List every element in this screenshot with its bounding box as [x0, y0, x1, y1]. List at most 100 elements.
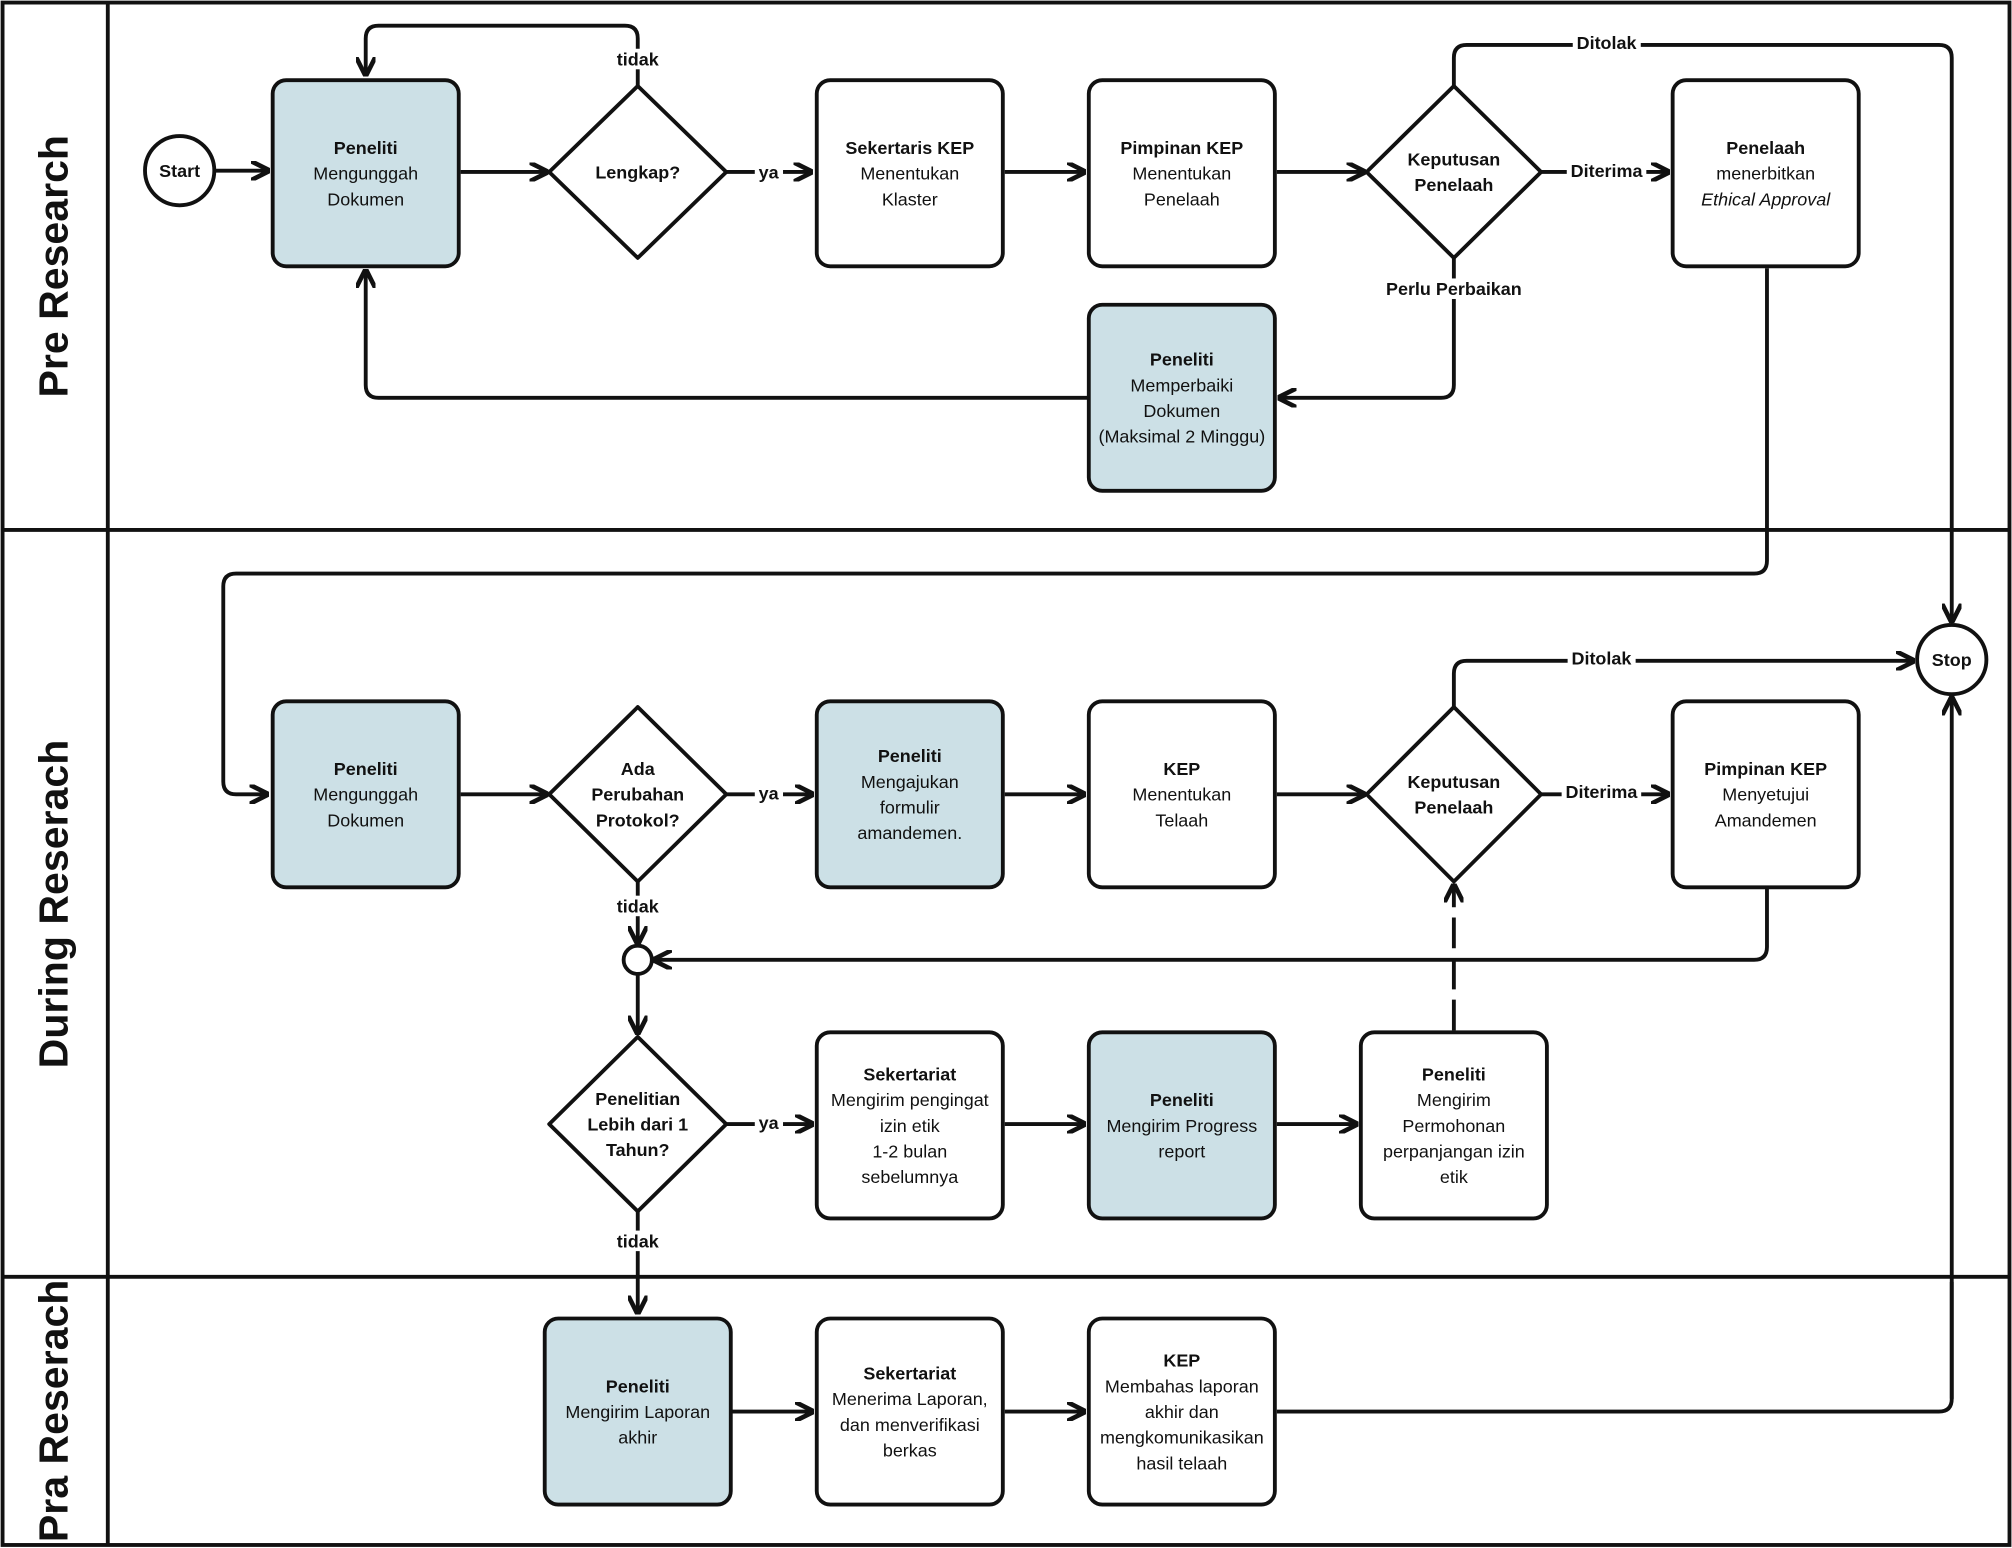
- decision-text: Lebih dari 1: [587, 1113, 689, 1135]
- process-line: Memperbaiki: [1130, 374, 1234, 396]
- process-during-sekretariat: Sekertariat Mengirim pengingat izin etik…: [814, 1030, 1005, 1221]
- process-line: menerbitkan: [1716, 162, 1816, 184]
- stop-circle: [1915, 622, 1989, 697]
- decision-keputusan-during-shape: [1364, 705, 1544, 884]
- decision-diamonds: [547, 84, 1544, 1214]
- process-line: 1-2 bulan: [872, 1140, 948, 1162]
- process-line: Membahas laporan: [1104, 1375, 1259, 1397]
- process-line: Mengirim Progress: [1106, 1115, 1258, 1136]
- decision-text: Lengkap?: [595, 161, 681, 183]
- process-title: Pimpinan KEP: [1704, 758, 1828, 779]
- decision-text: Penelaah: [1414, 796, 1494, 818]
- process-title: Sekertariat: [863, 1362, 957, 1384]
- merge-circle: [621, 943, 654, 976]
- process-line: formulir: [879, 796, 940, 818]
- decision-lengkap-shape: [547, 84, 729, 260]
- process-pre-pimpinan: Pimpinan KEP Menentukan Penelaah: [1086, 78, 1277, 269]
- process-line: hasil telaah: [1136, 1452, 1228, 1474]
- process-line: Mengunggah: [313, 162, 419, 184]
- decision-keputusan-pre: Keputusan Penelaah: [1379, 133, 1528, 210]
- process-title: Peneliti: [1149, 1089, 1214, 1110]
- process-line: Dokumen: [327, 188, 405, 210]
- process-title: Sekertariat: [863, 1063, 957, 1085]
- process-line: amandemen.: [857, 822, 963, 844]
- decision-perubahan-protokol: Ada Perubahan Protokol?: [562, 749, 713, 839]
- start-terminal: Start: [159, 160, 201, 181]
- process-during-upload: Peneliti Mengunggah Dokumen: [270, 699, 461, 890]
- decision-lebih-satu-tahun: Penelitian Lebih dari 1 Tahun?: [562, 1079, 713, 1169]
- process-line: Penelaah: [1143, 188, 1220, 210]
- process-line: Klaster: [881, 188, 938, 210]
- process-title: Peneliti: [877, 745, 942, 767]
- edge-label-pre-ya: ya: [754, 161, 783, 183]
- process-line: mengkomunikasikan: [1099, 1426, 1264, 1448]
- process-title: KEP: [1163, 1349, 1201, 1371]
- process-title: Penelaah: [1726, 137, 1806, 158]
- process-line: akhir dan: [1144, 1401, 1219, 1422]
- process-line: report: [1158, 1140, 1206, 1162]
- edge-label-pre-tidak: tidak: [612, 48, 663, 70]
- process-line: Permohonan: [1402, 1115, 1506, 1136]
- process-pra-kep: KEP Membahas laporan akhir dan mengkomun…: [1086, 1316, 1277, 1507]
- edge-label-during-ditolak: Ditolak: [1567, 648, 1636, 669]
- process-line: Menentukan: [1132, 162, 1232, 184]
- process-pre-penelaah: Penelaah menerbitkan Ethical Approval: [1670, 78, 1861, 269]
- edge-label-during-ya-perubahan: ya: [754, 782, 783, 804]
- process-title: KEP: [1163, 758, 1201, 779]
- process-line: Menyetujui: [1722, 784, 1810, 805]
- lane-title-during-research: During Reserach: [30, 739, 77, 1068]
- decision-text: Perubahan: [591, 784, 685, 805]
- process-line: Telaah: [1155, 809, 1209, 831]
- process-during-kep: KEP Menentukan Telaah: [1086, 699, 1277, 890]
- process-pre-sekretaris: Sekertaris KEP Menentukan Klaster: [814, 78, 1005, 269]
- decision-text: Tahun?: [605, 1139, 670, 1161]
- process-line: akhir: [618, 1426, 658, 1448]
- lane-title-pre-research: Pre Research: [30, 135, 77, 398]
- edge-label-during-ya-lebih: ya: [754, 1112, 783, 1134]
- edge-label-pre-perlu-perbaikan: Perlu Perbaikan: [1382, 278, 1526, 299]
- process-during-permohonan: Peneliti Mengirim Permohonan perpanjanga…: [1358, 1030, 1549, 1221]
- lane-title-pra-research: Pra Reserach: [30, 1279, 77, 1543]
- edge-label-during-tidak-lebih: tidak: [612, 1230, 663, 1252]
- process-title: Sekertaris KEP: [845, 137, 975, 158]
- process-line: Mengirim: [1416, 1089, 1491, 1110]
- decision-lebih-shape: [547, 1034, 729, 1214]
- process-pra-laporan: Peneliti Mengirim Laporan akhir: [542, 1316, 733, 1507]
- process-during-pimpinan: Pimpinan KEP Menyetujui Amandemen: [1670, 699, 1861, 890]
- process-line: Dokumen: [327, 809, 405, 831]
- process-title: Pimpinan KEP: [1120, 137, 1244, 158]
- process-during-ajukan: Peneliti Mengajukan formulir amandemen.: [814, 699, 1005, 890]
- decision-text: Keputusan: [1407, 148, 1501, 170]
- stop-terminal: Stop: [1931, 649, 1972, 670]
- process-line: izin etik: [879, 1115, 940, 1136]
- edge-label-during-diterima: Diterima: [1561, 781, 1642, 802]
- process-line: Menentukan: [860, 162, 960, 184]
- edge-label-pre-diterima: Diterima: [1566, 160, 1647, 181]
- process-line: (Maksimal 2 Minggu): [1098, 426, 1266, 447]
- process-line: berkas: [882, 1439, 937, 1461]
- process-line: Mengirim Laporan: [565, 1401, 711, 1422]
- decision-text: Keputusan: [1407, 771, 1501, 792]
- process-title: Peneliti: [333, 758, 398, 779]
- decision-keputusan-during: Keputusan Penelaah: [1379, 756, 1528, 833]
- process-title: Peneliti: [605, 1375, 670, 1397]
- connectors: [214, 23, 1951, 1412]
- process-title: Peneliti: [1149, 349, 1214, 370]
- process-line: Menentukan: [1132, 784, 1232, 805]
- process-pre-upload: Peneliti Mengunggah Dokumen: [270, 78, 461, 269]
- process-line: sebelumnya: [861, 1166, 959, 1187]
- decision-text: Penelitian: [595, 1088, 681, 1109]
- process-line-italic: Ethical Approval: [1701, 188, 1831, 210]
- edge-label-during-tidak-perubahan: tidak: [612, 895, 663, 917]
- decision-text: Ada: [620, 758, 655, 779]
- process-line: Mengajukan: [860, 771, 959, 792]
- process-title: Peneliti: [333, 137, 398, 158]
- process-title: Peneliti: [1421, 1063, 1486, 1085]
- decision-lengkap: Lengkap?: [562, 133, 713, 210]
- process-line: Menerima Laporan,: [831, 1388, 988, 1409]
- edge-label-pre-ditolak: Ditolak: [1572, 32, 1641, 53]
- decision-text: Penelaah: [1414, 174, 1494, 196]
